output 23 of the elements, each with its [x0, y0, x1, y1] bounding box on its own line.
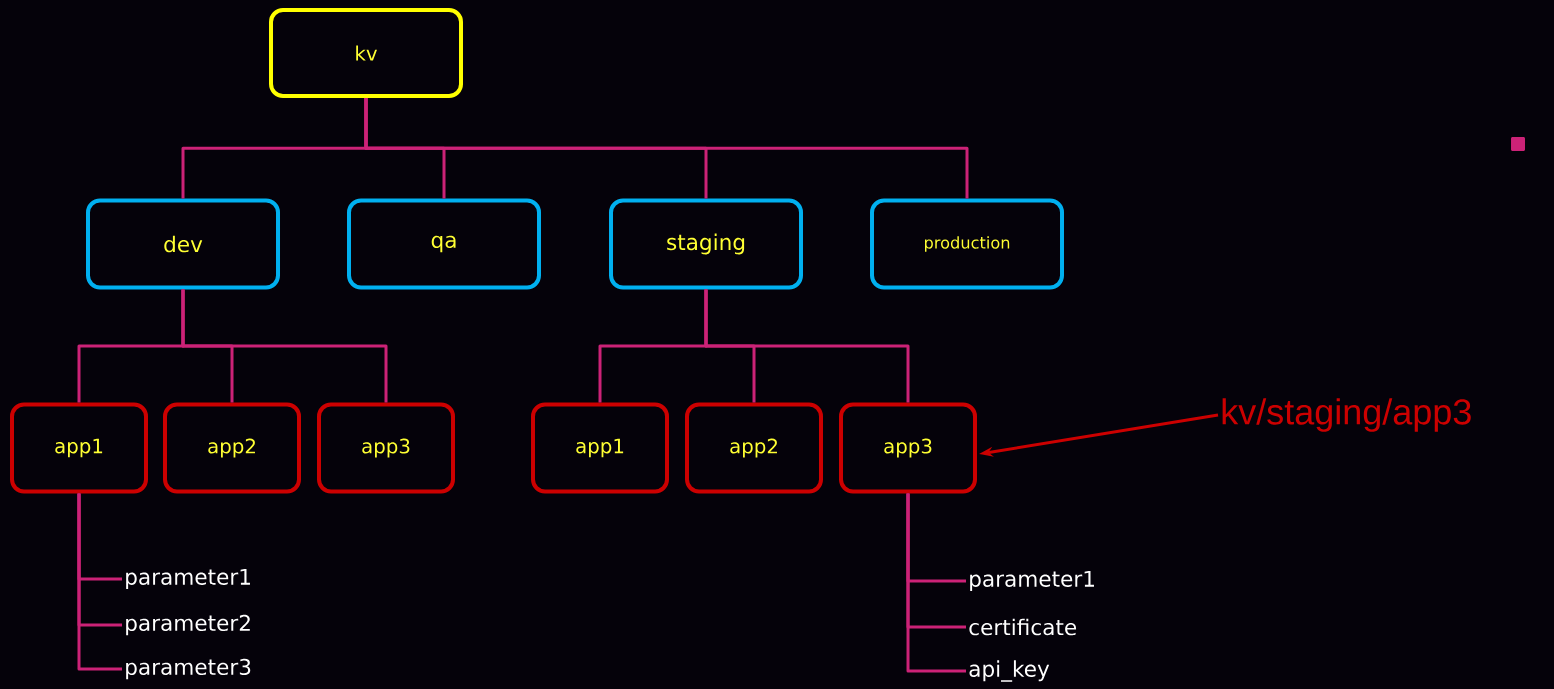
tree-connector [906, 493, 966, 673]
app-box: app1 [531, 402, 669, 494]
parameter-text: certificate [969, 618, 1077, 636]
app-box: app2 [685, 402, 823, 494]
environment-box: staging [609, 198, 803, 290]
tree-connector [364, 98, 969, 199]
environment-box: qa [347, 198, 541, 290]
app-box: app2 [163, 402, 301, 494]
app-box: app3 [317, 402, 455, 494]
environment-box: production [870, 198, 1064, 290]
path-label: kv/staging/app3 [1222, 398, 1471, 432]
tree-connector [77, 493, 122, 671]
parameter-text: parameter2 [126, 614, 250, 636]
tree-connector [704, 289, 910, 403]
app-box: app3 [839, 402, 977, 494]
parameter-text: parameter1 [970, 570, 1094, 592]
parameter-text: parameter1 [126, 568, 250, 590]
parameter-text: parameter3 [126, 658, 251, 680]
parameter-text: api_key [969, 660, 1050, 682]
app-box: app1 [10, 402, 148, 494]
tree-connector [181, 289, 388, 403]
root-box: kv [269, 8, 463, 98]
environment-box: dev [86, 198, 280, 290]
